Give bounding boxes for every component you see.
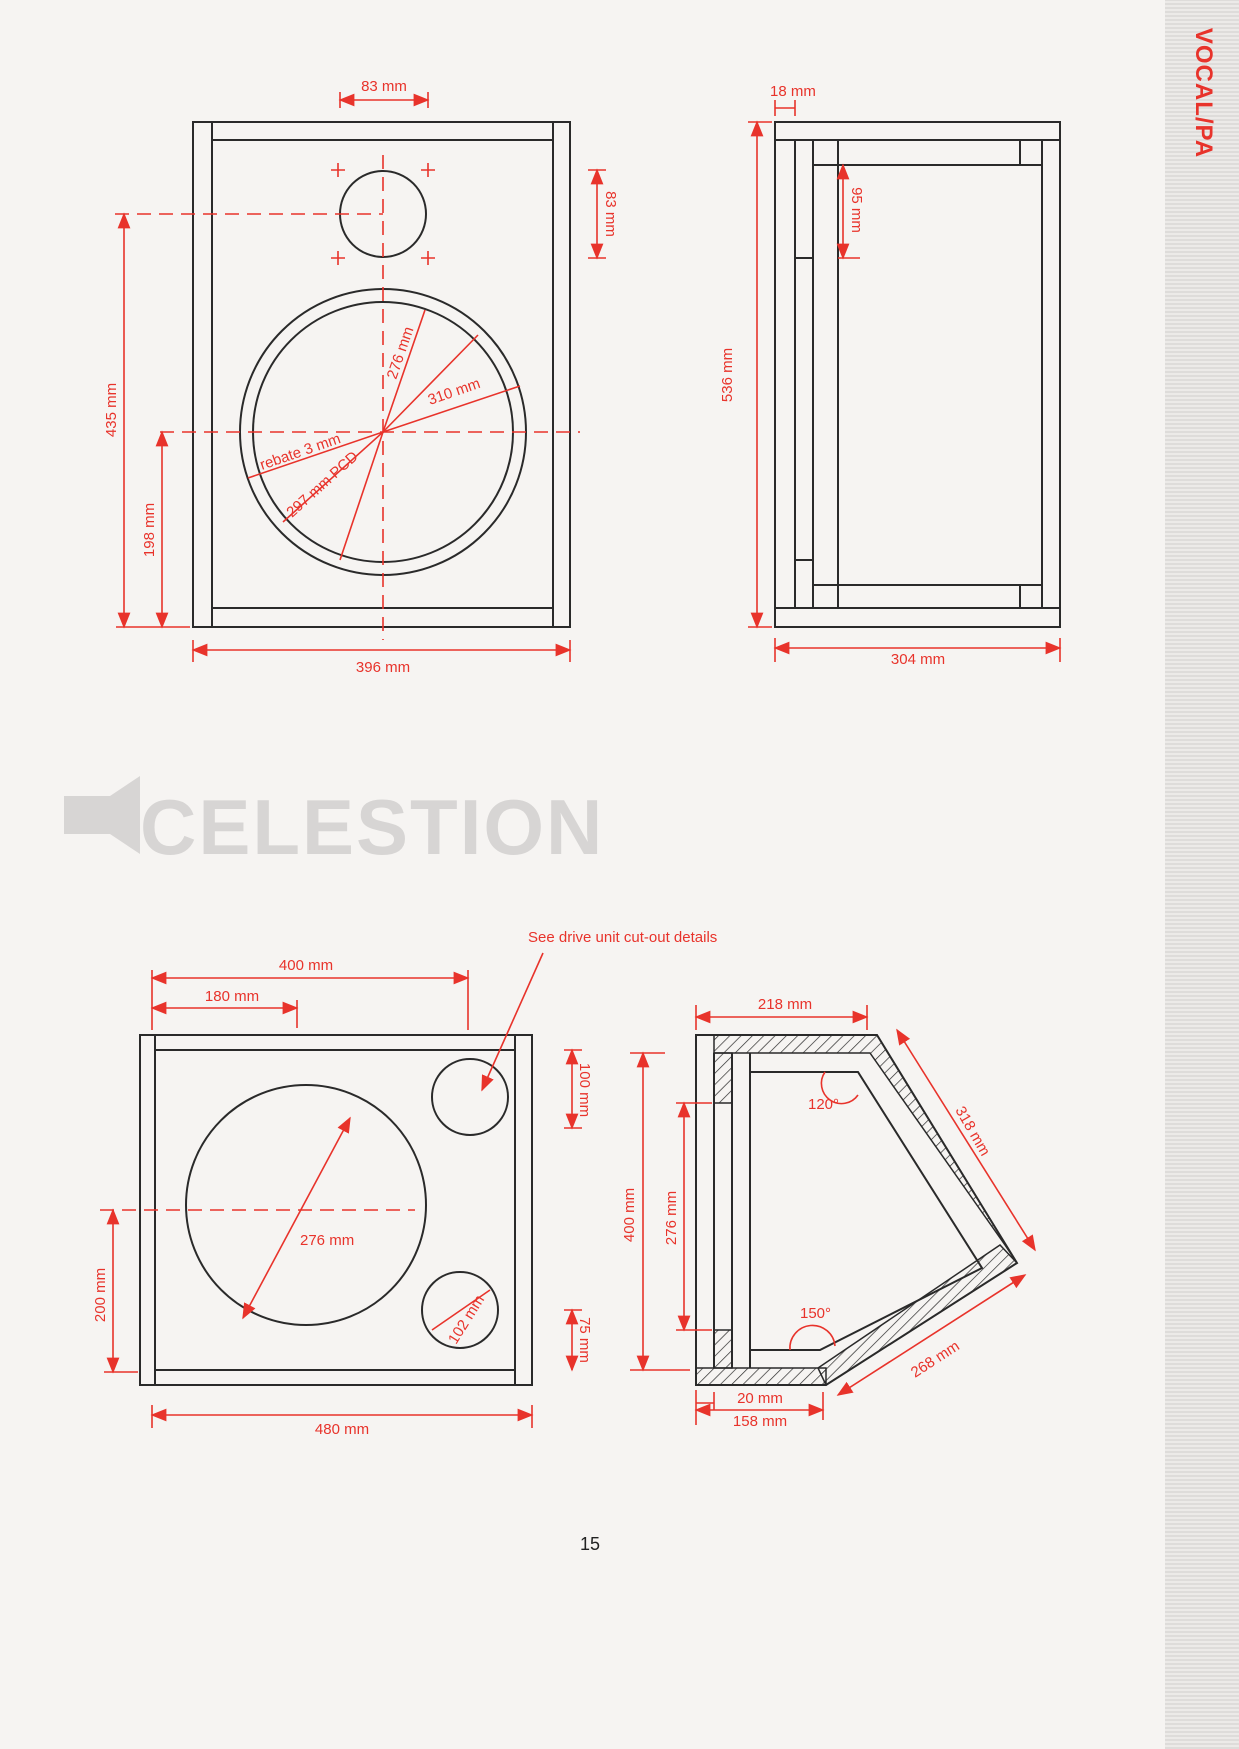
dim-woofer-height: 200 mm [92, 1268, 109, 1322]
dim-tweeter-width: 83 mm [361, 78, 407, 95]
front-view-1: 276 mm 310 mm rebate 3 mm 297 mm PCD 83 … [103, 78, 619, 676]
dim-horn-dia: 102 mm [445, 1292, 488, 1347]
dim-tweeter-offset: 400 mm [279, 957, 333, 974]
front-view-2: 276 mm 102 mm See drive unit cut-out det… [92, 929, 717, 1438]
dim-top-unit-offset: 100 mm [576, 1063, 593, 1117]
dim-top-depth: 218 mm [758, 996, 812, 1013]
dim-woofer-offset: 180 mm [205, 988, 259, 1005]
dim-woofer-dia: 276 mm [300, 1232, 354, 1249]
dim-base-depth: 158 mm [733, 1413, 787, 1430]
page-number: 15 [580, 1534, 600, 1554]
dim-angle-bottom: 150° [800, 1305, 831, 1322]
dim-bottom-unit-offset: 75 mm [576, 1317, 593, 1363]
dim-tweeter-center-height: 435 mm [103, 383, 120, 437]
cutout-note: See drive unit cut-out details [528, 929, 717, 946]
top-unit-cutout [431, 1058, 509, 1136]
dim-depth: 304 mm [891, 651, 945, 668]
bottom-unit-cutout [421, 1271, 499, 1349]
dim-tweeter-height: 83 mm [602, 191, 619, 237]
dim-width: 396 mm [356, 659, 410, 676]
dim-woofer-center-height: 198 mm [141, 503, 158, 557]
dim-cutout-dia: 276 mm [384, 325, 418, 382]
dim-width-2: 480 mm [315, 1421, 369, 1438]
logo-text: CELESTION [140, 783, 604, 871]
dim-height-2: 400 mm [621, 1188, 638, 1242]
dim-baffle-height: 276 mm [663, 1191, 680, 1245]
dim-height: 536 mm [719, 348, 736, 402]
dim-tweeter-opening: 95 mm [848, 187, 865, 233]
side-view-2: 120° 150° 218 mm 318 mm 400 mm 276 mm 20… [621, 996, 1036, 1430]
dim-panel-thickness: 18 mm [770, 83, 816, 100]
celestion-logo: CELESTION [64, 776, 604, 871]
dim-angle-top: 120° [808, 1096, 839, 1113]
page-edge-stripe [1165, 0, 1239, 1749]
dim-base-inset: 20 mm [737, 1390, 783, 1407]
side-view-1: 18 mm 95 mm 536 mm 304 mm [719, 83, 1062, 668]
woofer-cutout-2 [185, 1084, 427, 1326]
